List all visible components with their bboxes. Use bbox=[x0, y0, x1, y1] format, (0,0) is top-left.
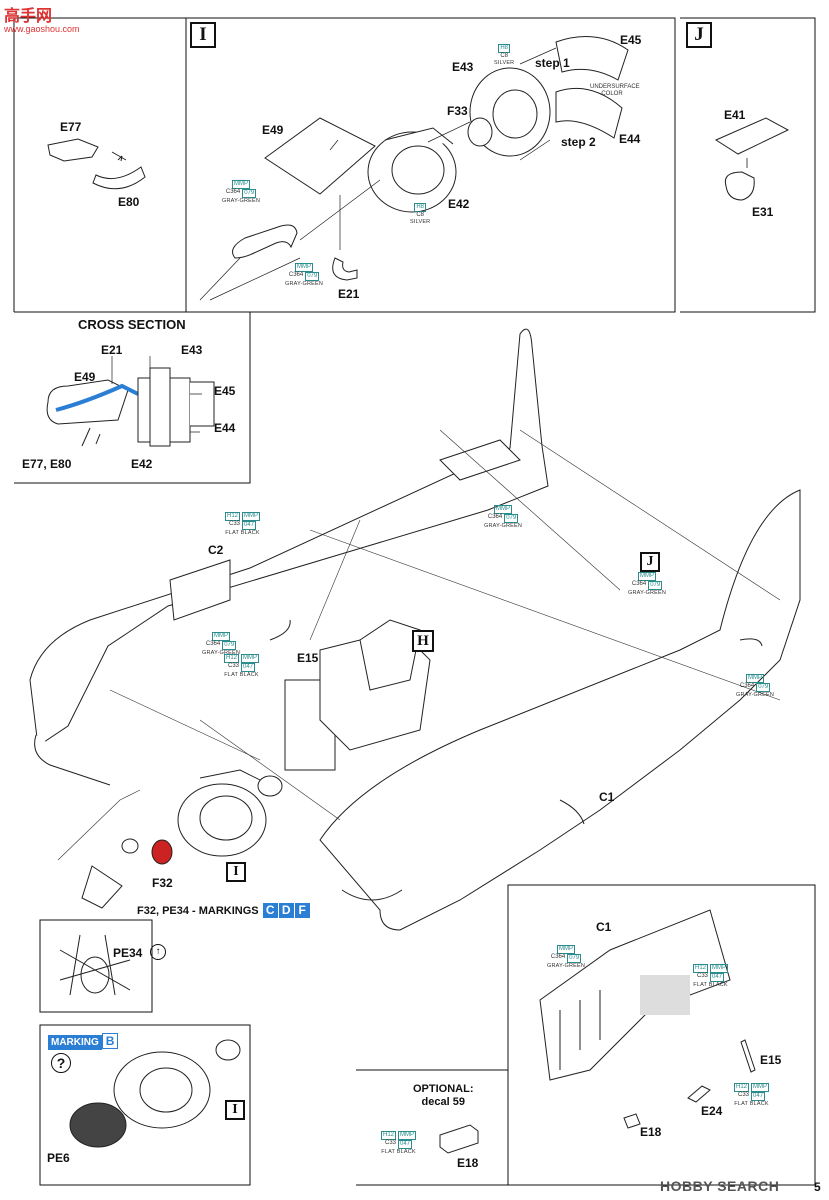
bend-arrow-icon: ↑ bbox=[150, 944, 166, 960]
panel-i-ref-b: I bbox=[225, 1100, 245, 1120]
cs-label-e21: E21 bbox=[101, 343, 123, 357]
assembly-leaders bbox=[57, 429, 781, 861]
cs-label-e77-e80: E77, E80 bbox=[22, 457, 72, 471]
label-c1: C1 bbox=[599, 790, 615, 804]
cs-label-e45: E45 bbox=[214, 384, 236, 398]
cockpit-assembly bbox=[284, 619, 431, 771]
panel-j-ref: J bbox=[640, 552, 660, 572]
e77-e80-assembly bbox=[47, 138, 146, 190]
label-f33: F33 bbox=[447, 104, 468, 118]
pe34-detail bbox=[59, 934, 131, 996]
label-c1-detail: C1 bbox=[596, 920, 612, 934]
label-e44: E44 bbox=[619, 132, 641, 146]
cross-section-title: CROSS SECTION bbox=[78, 317, 186, 332]
label-e45: E45 bbox=[620, 33, 642, 47]
cs-label-e49: E49 bbox=[74, 370, 96, 384]
cockpit-detail bbox=[539, 909, 756, 1129]
label-e15: E15 bbox=[297, 651, 319, 665]
label-pe6: PE6 bbox=[47, 1151, 70, 1165]
label-e18: E18 bbox=[457, 1156, 479, 1170]
marking-c-badge: C bbox=[262, 903, 278, 918]
panel-frames bbox=[13, 17, 816, 1186]
label-pe34: PE34 bbox=[113, 946, 143, 960]
markings-prefix: F32, PE34 - MARKINGS bbox=[137, 905, 259, 917]
marking-d-badge: D bbox=[278, 903, 294, 918]
label-e49: E49 bbox=[262, 123, 284, 137]
question-icon: ? bbox=[51, 1053, 71, 1073]
label-step1: step 1 bbox=[535, 56, 570, 70]
optional-decal: decal 59 bbox=[421, 1096, 465, 1108]
label-c2: C2 bbox=[208, 543, 224, 557]
panel-j-marker: J bbox=[686, 22, 712, 48]
panel-i-marker: I bbox=[190, 22, 216, 48]
label-e18-detail: E18 bbox=[640, 1125, 662, 1139]
watermark-site-url: www.gaoshou.com bbox=[4, 24, 80, 34]
label-e24: E24 bbox=[701, 1104, 723, 1118]
label-e41: E41 bbox=[724, 108, 746, 122]
optional-note: OPTIONAL: decal 59 bbox=[413, 1083, 474, 1109]
panel-j-parts bbox=[714, 117, 790, 201]
label-e77: E77 bbox=[60, 120, 82, 134]
label-e80: E80 bbox=[118, 195, 140, 209]
color-tag-silver: H8 C8 SILVER bbox=[410, 203, 431, 225]
color-note-underside: UNDERSURFACE COLOR bbox=[590, 84, 640, 97]
cs-label-e44: E44 bbox=[214, 421, 236, 435]
label-step2: step 2 bbox=[561, 135, 596, 149]
fuselage-c2 bbox=[29, 328, 549, 786]
watermark-site-cn: 高手网 bbox=[4, 8, 53, 25]
panel-h-marker: H bbox=[412, 630, 434, 652]
label-e31: E31 bbox=[752, 205, 774, 219]
panel-i-ref: I bbox=[226, 862, 246, 882]
watermark: 高手网 www.gaoshou.com bbox=[4, 2, 80, 34]
label-e42: E42 bbox=[448, 197, 470, 211]
label-e21: E21 bbox=[338, 287, 360, 301]
e18-brick bbox=[439, 1124, 479, 1154]
footer-brand: HOBBY SEARCH bbox=[660, 1178, 780, 1194]
color-tag-silver: H8 C8 SILVER bbox=[494, 44, 515, 66]
optional-title: OPTIONAL: bbox=[413, 1083, 474, 1095]
fuselage-c1 bbox=[319, 489, 801, 931]
page-number: 5 bbox=[814, 1180, 821, 1194]
label-e15-detail: E15 bbox=[760, 1053, 782, 1067]
panel-i-parts bbox=[199, 36, 629, 301]
cross-section-diagram bbox=[46, 356, 215, 447]
label-e43: E43 bbox=[452, 60, 474, 74]
pe6-detail bbox=[69, 1039, 241, 1148]
marking-b-letter: B bbox=[101, 1033, 119, 1049]
marking-b-text: MARKING bbox=[48, 1035, 102, 1050]
cs-label-e42: E42 bbox=[131, 457, 153, 471]
engine-ring bbox=[81, 769, 283, 909]
cs-label-e43: E43 bbox=[181, 343, 203, 357]
marking-f-badge: F bbox=[294, 903, 310, 918]
label-f32: F32 bbox=[152, 876, 173, 890]
